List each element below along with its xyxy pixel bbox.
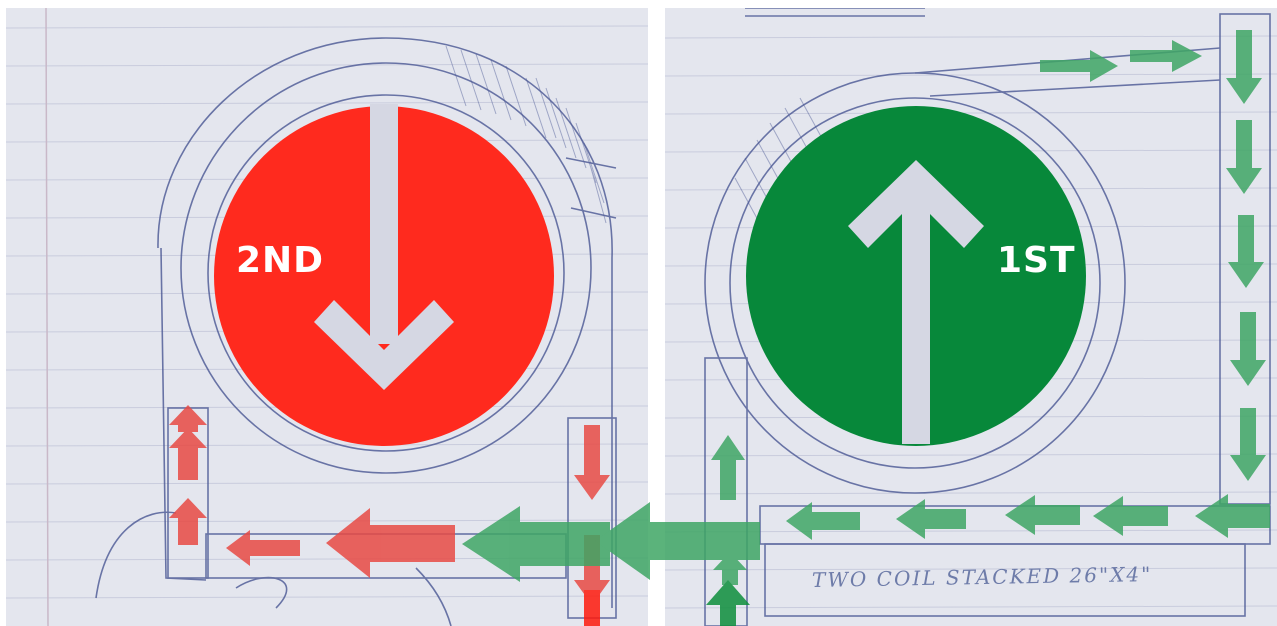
right-pencil-sketch [665,8,1277,626]
panel-divider [648,0,665,626]
right-sketch-panel [665,8,1277,626]
left-sketch-panel [6,8,648,626]
second-label: 2ND [236,243,324,279]
left-pencil-sketch [6,8,648,626]
first-label: 1ST [997,243,1076,279]
